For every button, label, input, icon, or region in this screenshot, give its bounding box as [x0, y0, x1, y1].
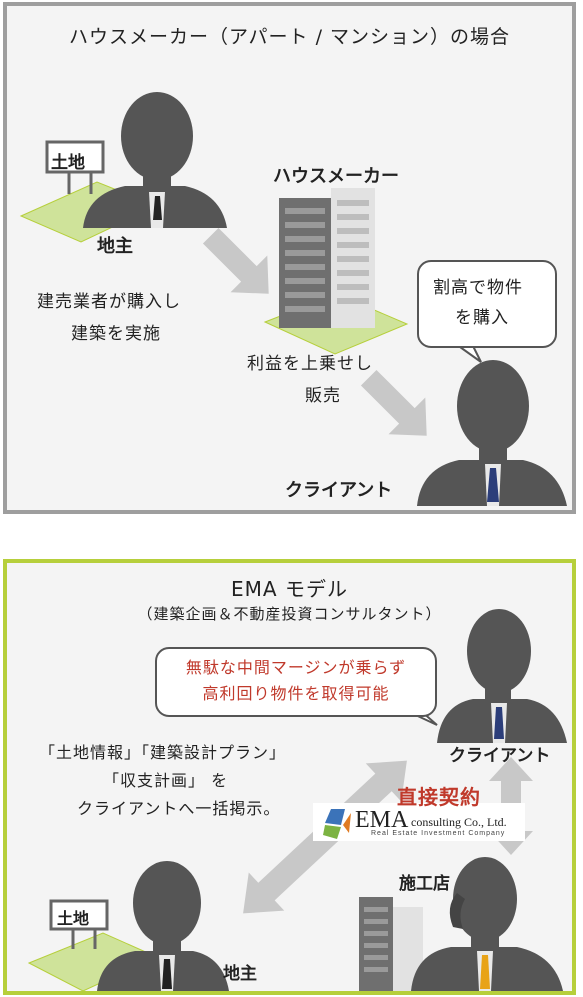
panel-title: EMA モデル: [231, 577, 348, 601]
speech-bubble: 無駄な中間マージンが乗らず 高利回り物件を取得可能: [155, 647, 437, 717]
logo-main-text: EMA: [355, 807, 409, 833]
client-label: クライアント: [449, 746, 551, 766]
bubble-line-2: を購入: [455, 308, 509, 328]
panel-subtitle: （建築企画＆不動産投資コンサルタント）: [137, 605, 442, 623]
markup-note-line-2: 販売: [305, 386, 341, 406]
ema-model-illustration: [27, 609, 567, 991]
housemaker-case-panel: ハウスメーカー（アパート / マンション）の場合 土地 地主 ハウスメーカー 建…: [3, 2, 576, 514]
logo-tagline: Real Estate Investment Company: [371, 830, 506, 837]
speech-bubble: 割高で物件 を購入: [417, 260, 557, 348]
contractor-building-icon: [359, 897, 423, 991]
phone-hand-icon: [449, 893, 465, 929]
panel-title: ハウスメーカー（アパート / マンション）の場合: [68, 26, 511, 48]
info-line-3: クライアントへ一括掲示。: [77, 799, 281, 818]
landowner-label: 地主: [97, 236, 133, 257]
housemaker-illustration: [19, 92, 567, 506]
builder-note-line-1: 建売業者が購入し: [37, 292, 181, 312]
ema-model-panel: EMA モデル （建築企画＆不動産投資コンサルタント） 無駄な中間マージンが乗ら…: [3, 559, 576, 995]
bubble-line-1: 割高で物件: [433, 278, 523, 298]
arrow-housemaker-to-client: [360, 369, 427, 436]
direct-contract-label: 直接契約: [397, 785, 481, 809]
info-line-1: 「土地情報」「建築設計プラン」: [39, 743, 287, 762]
contractor-label: 施工店: [399, 874, 450, 894]
land-sign-label: 土地: [51, 153, 85, 173]
builder-note-line-2: 建築を実施: [71, 324, 161, 344]
land-sign-board: [49, 899, 109, 931]
client-label: クライアント: [285, 480, 393, 501]
info-line-2: 「収支計画」 を: [103, 771, 229, 790]
office-building-icon: [279, 188, 375, 328]
land-sign-board: [45, 140, 105, 174]
bubble-line-1: 無駄な中間マージンが乗らず: [185, 658, 407, 677]
ema-logo-icon: [323, 809, 351, 839]
logo-sub-text: consulting Co., Ltd.: [411, 815, 507, 829]
land-sign-label: 土地: [57, 909, 90, 928]
housemaker-label: ハウスメーカー: [273, 166, 399, 187]
arrow-landowner-to-housemaker: [202, 227, 269, 294]
markup-note-line-1: 利益を上乗せし: [247, 354, 373, 374]
landowner-label: 地主: [223, 964, 257, 984]
bubble-line-2: 高利回り物件を取得可能: [202, 684, 390, 703]
